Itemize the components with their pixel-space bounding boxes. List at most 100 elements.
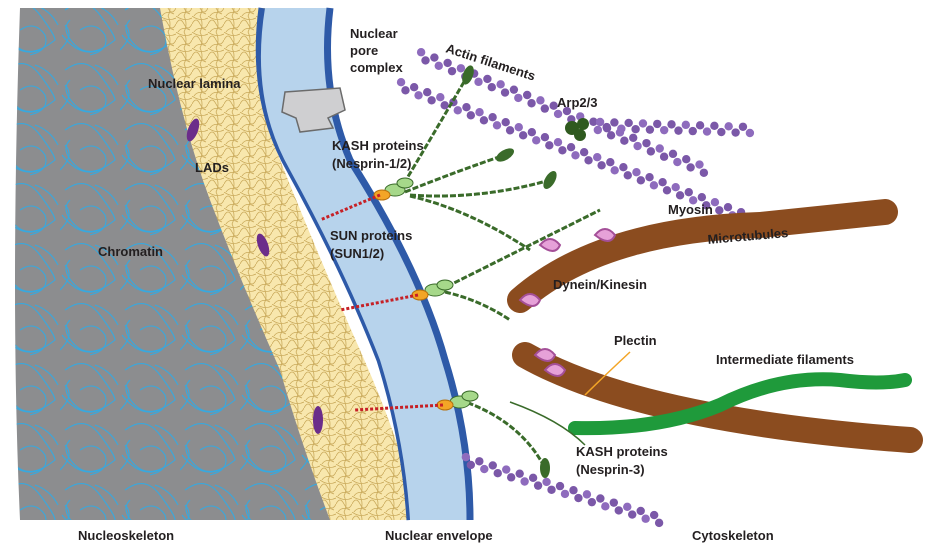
label-intermediate-filaments: Intermediate filaments: [716, 352, 854, 367]
actin-bead: [746, 129, 754, 137]
actin-bead: [631, 125, 639, 133]
actin-bead: [645, 173, 653, 181]
actin-bead: [639, 119, 647, 127]
actin-bead: [594, 126, 602, 134]
actin-bead: [520, 477, 528, 485]
actin-bead: [527, 99, 535, 107]
actin-bead: [628, 510, 636, 518]
actin-bead: [514, 94, 522, 102]
actin-bead: [646, 125, 654, 133]
actin-bead: [417, 48, 425, 56]
actin-bead: [653, 120, 661, 128]
actin-bead: [724, 122, 732, 130]
actin-bead: [475, 108, 483, 116]
actin-bead: [583, 490, 591, 498]
actin-bead: [554, 110, 562, 118]
actin-bead: [642, 139, 650, 147]
label-myosin: Myosin: [668, 202, 713, 217]
actin-bead: [671, 183, 679, 191]
actin-bead: [457, 64, 465, 72]
actin-bead: [515, 123, 523, 131]
actin-bead: [710, 122, 718, 130]
actin-bead: [534, 481, 542, 489]
label-nuclear-envelope: Nuclear envelope: [385, 528, 493, 543]
actin-bead: [443, 59, 451, 67]
actin-bead: [480, 116, 488, 124]
actin-bead: [507, 473, 515, 481]
actin-bead: [397, 78, 405, 86]
actin-bead: [660, 126, 668, 134]
actin-bead: [519, 131, 527, 139]
actin-bead: [617, 125, 625, 133]
actin-bead: [515, 469, 523, 477]
label-nucleoskeleton: Nucleoskeleton: [78, 528, 174, 543]
actin-bead: [610, 498, 618, 506]
actin-bead: [542, 478, 550, 486]
actin-bead: [467, 461, 475, 469]
actin-bead: [541, 133, 549, 141]
actin-bead: [669, 150, 677, 158]
actin-bead: [488, 83, 496, 91]
label-kash3-2: (Nesprin-3): [576, 462, 645, 477]
actin-bead: [474, 78, 482, 86]
actin-bead: [597, 161, 605, 169]
actin-bead: [696, 121, 704, 129]
actin-bead: [739, 123, 747, 131]
label-arp23: Arp2/3: [557, 95, 597, 110]
actin-bead: [501, 88, 509, 96]
actin-bead: [401, 86, 409, 94]
actin-bead: [624, 171, 632, 179]
actin-bead: [421, 56, 429, 64]
actin-bead: [593, 153, 601, 161]
actin-bead: [689, 127, 697, 135]
actin-bead: [682, 155, 690, 163]
actin-bead: [724, 203, 732, 211]
actin-bead: [658, 178, 666, 186]
actin-bead: [603, 124, 611, 132]
actin-bead: [561, 490, 569, 498]
actin-bead: [558, 146, 566, 154]
label-nuclear-lamina: Nuclear lamina: [148, 76, 241, 91]
actin-bead: [580, 148, 588, 156]
actin-bead: [703, 127, 711, 135]
label-chromatin: Chromatin: [98, 244, 163, 259]
actin-bead: [686, 163, 694, 171]
actin-bead: [440, 101, 448, 109]
actin-bead: [483, 75, 491, 83]
label-nuclear-pore-3: complex: [350, 60, 404, 75]
actin-bead: [588, 498, 596, 506]
actin-bead: [619, 163, 627, 171]
actin-bead: [731, 128, 739, 136]
actin-bead: [656, 144, 664, 152]
actin-bead: [462, 453, 470, 461]
actin-bead: [523, 91, 531, 99]
actin-bead: [667, 120, 675, 128]
actin-bead: [629, 134, 637, 142]
actin-bead: [430, 53, 438, 61]
actin-bead: [448, 67, 456, 75]
actin-bead: [623, 503, 631, 511]
actin-bead: [545, 141, 553, 149]
actin-bead: [427, 96, 435, 104]
actin-bead: [510, 85, 518, 93]
actin-bead: [574, 494, 582, 502]
actin-bead: [607, 131, 615, 139]
actin-bead: [682, 121, 690, 129]
actin-bead: [596, 118, 604, 126]
actin-bead: [615, 506, 623, 514]
actin-bead: [610, 118, 618, 126]
actin-bead: [494, 469, 502, 477]
actin-bead: [571, 151, 579, 159]
actin-bead: [496, 80, 504, 88]
actin-bead: [480, 465, 488, 473]
actin-bead: [695, 160, 703, 168]
label-lads: LADs: [195, 160, 229, 175]
actin-bead: [633, 142, 641, 150]
actin-bead: [547, 486, 555, 494]
label-nuclear-pore-2: pore: [350, 43, 378, 58]
actin-bead: [493, 121, 501, 129]
label-dynein-kinesin: Dynein/Kinesin: [553, 277, 647, 292]
actin-bead: [414, 91, 422, 99]
actin-bead: [717, 128, 725, 136]
